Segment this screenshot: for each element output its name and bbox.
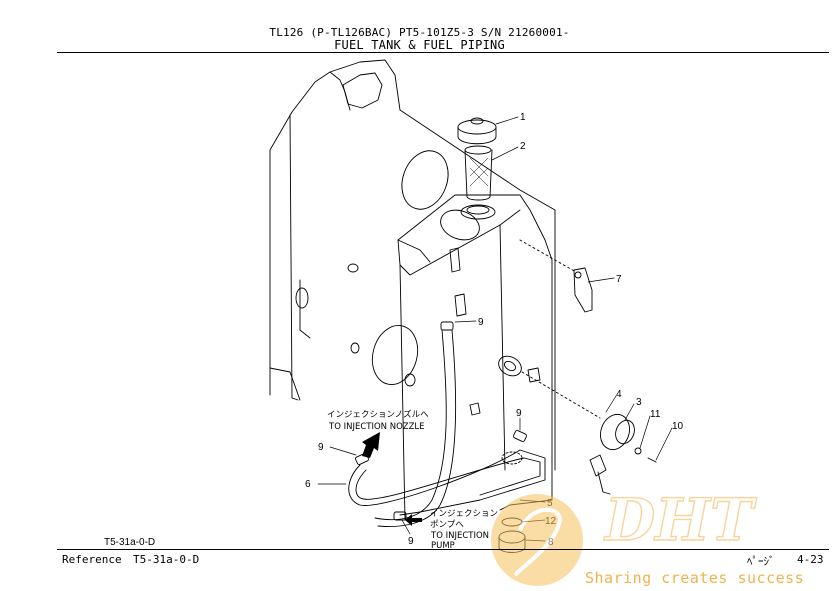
- page-label: ﾍﾟｰｼﾞ: [747, 555, 775, 568]
- callout-hose: 6: [305, 479, 311, 490]
- callout-strainer: 2: [520, 141, 526, 152]
- hose-clamp-top: [440, 321, 454, 331]
- header-rule: [57, 52, 829, 53]
- annotation-pump-jp2: ポンプへ: [430, 520, 464, 530]
- frame-hole-upper: [401, 150, 449, 210]
- tank-outlet-port: [498, 355, 522, 377]
- watermark-logo: DHT: [491, 485, 758, 586]
- return-hose-inner: [355, 457, 525, 500]
- hose-clamp-mid: [513, 430, 527, 442]
- page-title-model: TL126 (P-TL126BAC) PT5-101Z5-3 S/N 21260…: [269, 26, 570, 39]
- reference-code: T5-31a-0-D: [133, 553, 200, 566]
- return-hose-outer: [348, 449, 521, 506]
- fuel-sender-flange: [600, 413, 630, 451]
- watermark-logo-text: DHT: [603, 486, 757, 554]
- annotation-pump-en1: TO INJECTION: [430, 531, 489, 541]
- callout-gasket: 3: [636, 397, 642, 408]
- drain-plug-dashed: [501, 451, 523, 465]
- arrow-to-pump: [405, 514, 422, 526]
- callout-clamp-left: 9: [318, 442, 324, 453]
- diagram-code: T5-31a-0-D: [104, 537, 156, 548]
- callout-clamp-top: 9: [478, 317, 484, 328]
- annotation-nozzle-en: TO INJECTION NOZZLE: [328, 422, 425, 432]
- reference-label: Reference: [62, 553, 122, 566]
- callout-washer: 11: [650, 409, 661, 420]
- annotation-nozzle-jp: インジェクションノズルへ: [327, 409, 429, 420]
- feed-hose-inner: [377, 329, 457, 527]
- frame-hole-middle: [440, 209, 480, 241]
- callout-clamp-mid: 9: [516, 408, 522, 419]
- annotation-pump-jp1: インジェクション: [430, 509, 498, 519]
- callout-bolt: 10: [672, 421, 684, 432]
- page-title-section: FUEL TANK & FUEL PIPING: [334, 38, 505, 52]
- watermark-tagline: Sharing creates success: [585, 569, 805, 587]
- filler-neck: [460, 204, 496, 220]
- hose-clamp-bottom: [393, 511, 407, 521]
- footer-rule: [57, 549, 829, 550]
- frame-outline: [269, 59, 556, 471]
- callout-sender-unit: 4: [616, 389, 622, 400]
- annotation-pump-en2: PUMP: [431, 541, 455, 551]
- feed-hose-outer: [374, 329, 447, 521]
- fuel-sender-float: [589, 454, 607, 477]
- arrow-to-nozzle: [362, 432, 380, 458]
- frame-hole-lower: [371, 325, 419, 385]
- fuel-strainer: [464, 149, 493, 201]
- callout-filler-cap: 1: [520, 112, 526, 123]
- frame-top-rim: [329, 71, 351, 111]
- fuel-gauge-bracket: [573, 267, 593, 313]
- frame-inner-edge: [289, 114, 299, 401]
- fuel-tank-outline: [397, 194, 553, 511]
- filler-cap: [457, 119, 497, 135]
- callout-clamp-bottom: 9: [408, 536, 414, 547]
- page-number: 4-23: [797, 553, 824, 566]
- frame-bracket: [342, 72, 383, 109]
- frame-hole-side: [295, 287, 309, 309]
- callout-gauge-bracket: 7: [616, 274, 622, 285]
